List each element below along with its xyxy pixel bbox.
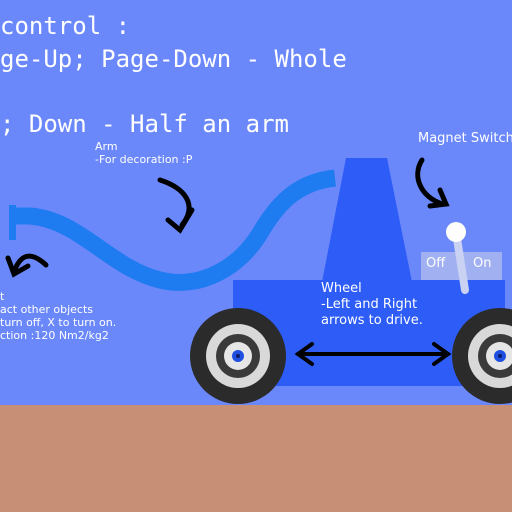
curved-arrow-icon bbox=[157, 177, 195, 234]
magnet-label-line4: ction :120 Nm2/kg2 bbox=[0, 329, 109, 342]
vehicle-lower-body bbox=[280, 330, 455, 386]
curved-arrow-icon bbox=[5, 253, 49, 278]
ground bbox=[0, 405, 512, 512]
switch-on-panel[interactable] bbox=[462, 252, 502, 280]
magnet-head bbox=[9, 205, 16, 240]
arm-label-title: Arm bbox=[95, 140, 118, 153]
switch-off-label[interactable]: Off bbox=[426, 256, 446, 271]
double-arrow-icon bbox=[294, 342, 452, 366]
wheel-label: Wheel -Left and Right arrows to drive. bbox=[321, 281, 423, 329]
vehicle-cabin bbox=[322, 158, 412, 282]
arm bbox=[16, 169, 337, 291]
page-up-down-instruction: ge-Up; Page-Down - Whole bbox=[0, 45, 347, 73]
up-down-instruction: ; Down - Half an arm bbox=[0, 110, 289, 138]
arm-label: Arm -For decoration :P bbox=[95, 140, 192, 166]
wheel-label-title: Wheel bbox=[321, 281, 362, 296]
magnet-label-line2: act other objects bbox=[0, 303, 94, 316]
switch-on-label[interactable]: On bbox=[473, 256, 492, 271]
left-wheel bbox=[190, 308, 286, 404]
magnet-label-line1: t bbox=[0, 290, 5, 303]
switch-knob[interactable] bbox=[446, 222, 466, 242]
arm-label-subtitle: -For decoration :P bbox=[95, 153, 193, 166]
switch-off-panel[interactable] bbox=[421, 252, 459, 280]
magnet-label-line3: turn off, X to turn on. bbox=[0, 316, 117, 329]
magnet-switch-label: Magnet Switch bbox=[418, 131, 512, 146]
right-wheel bbox=[452, 308, 512, 404]
controls-heading: control : bbox=[0, 12, 131, 40]
wheel-label-line1: -Left and Right bbox=[321, 297, 418, 312]
wheel-label-line2: arrows to drive. bbox=[321, 313, 423, 328]
curved-arrow-icon bbox=[415, 157, 450, 209]
magnet-label: t act other objects turn off, X to turn … bbox=[0, 290, 116, 342]
